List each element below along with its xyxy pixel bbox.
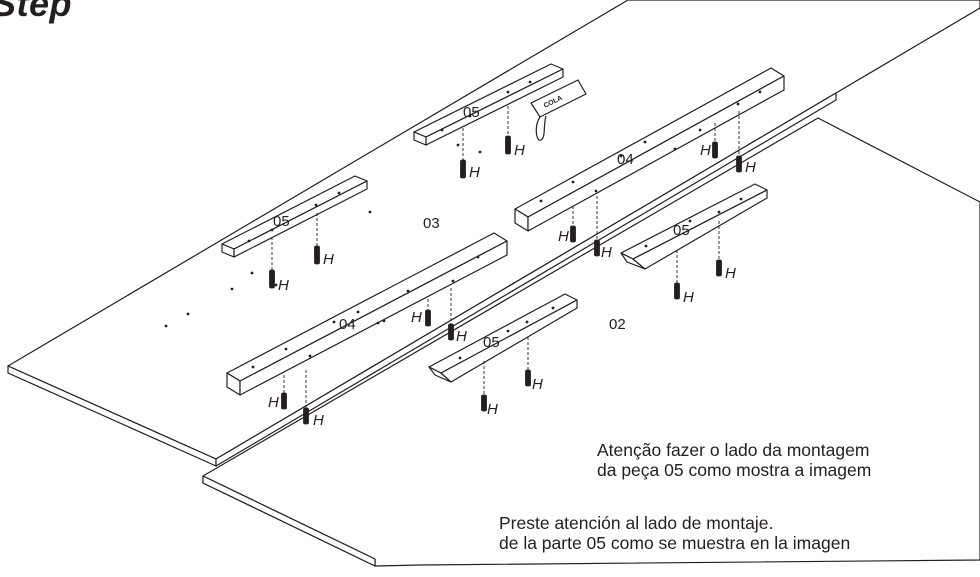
label-05-top: 05 xyxy=(463,104,480,121)
rail-04-right xyxy=(514,67,785,232)
block-05-mid xyxy=(620,183,768,270)
panel-02 xyxy=(202,117,980,567)
note-portuguese: Atenção fazer o lado da montagem da peça… xyxy=(597,440,871,480)
glue-bottle-icon xyxy=(530,79,587,141)
dowels xyxy=(269,135,742,425)
block-05-top xyxy=(413,63,564,146)
guides xyxy=(271,106,740,408)
label-panel-02: 02 xyxy=(609,316,626,333)
label-h: H xyxy=(323,251,334,268)
note-pt-line1: Atenção fazer o lado da montagem xyxy=(597,440,870,460)
label-h: H xyxy=(558,228,569,245)
label-05-mid: 05 xyxy=(673,222,690,239)
label-h: H xyxy=(469,164,480,181)
label-h: H xyxy=(411,309,422,326)
label-h: H xyxy=(683,289,694,306)
label-05-left: 05 xyxy=(273,213,290,230)
label-h: H xyxy=(725,265,736,282)
holes xyxy=(164,80,762,369)
label-panel-03: 03 xyxy=(423,215,440,232)
label-05-bottom: 05 xyxy=(483,334,500,351)
rail-04-left xyxy=(226,232,508,396)
label-h: H xyxy=(514,142,525,159)
note-es-line1: Preste atención al lado de montaje. xyxy=(499,513,774,533)
block-05-bottom xyxy=(428,293,578,383)
label-04-right: 04 xyxy=(617,151,634,168)
label-h: H xyxy=(601,244,612,261)
label-h: H xyxy=(745,159,756,176)
step-title: Step xyxy=(0,0,73,24)
label-h: H xyxy=(700,142,711,159)
note-pt-line2: da peça 05 como mostra a imagem xyxy=(597,460,872,480)
label-h: H xyxy=(487,401,498,418)
label-h: H xyxy=(456,328,467,345)
label-h: H xyxy=(532,376,543,393)
label-h: H xyxy=(278,277,289,294)
label-h: H xyxy=(268,394,279,411)
label-h: H xyxy=(313,412,324,429)
block-05-left xyxy=(221,175,368,258)
note-es-line2: de la parte 05 como se muestra en la ima… xyxy=(499,533,851,553)
note-spanish: Preste atención al lado de montaje. de l… xyxy=(499,513,850,553)
label-04-left: 04 xyxy=(339,316,356,333)
